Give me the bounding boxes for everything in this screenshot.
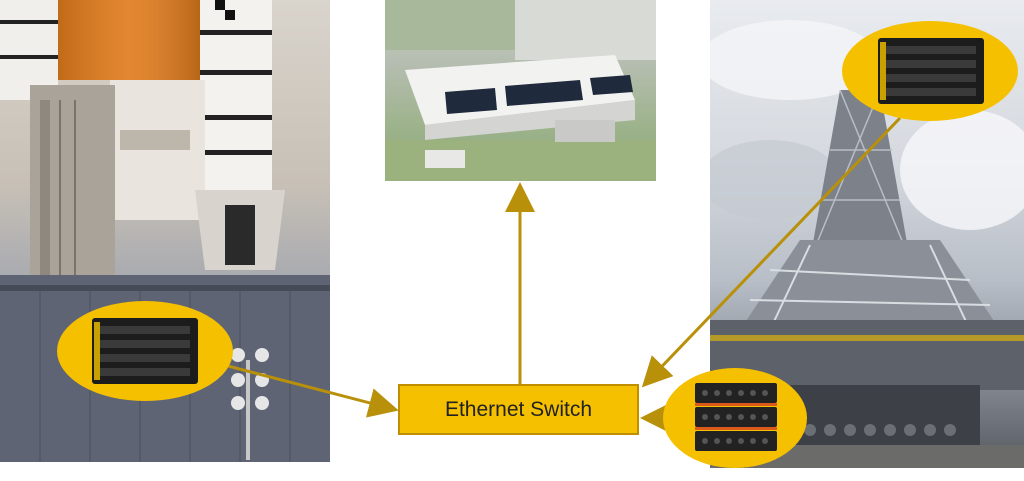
data-acquisition-unit-left bbox=[57, 301, 233, 401]
ethernet-switch-label: Ethernet Switch bbox=[444, 397, 593, 421]
connector-top-right-to-switch bbox=[641, 116, 902, 388]
ethernet-switch-box: Ethernet Switch bbox=[398, 384, 639, 435]
data-acquisition-unit-top-right bbox=[842, 21, 1018, 121]
building-aerial-photo bbox=[385, 0, 656, 181]
data-acquisition-stack-bottom-right bbox=[663, 368, 807, 468]
connector-left-to-switch bbox=[204, 358, 399, 418]
